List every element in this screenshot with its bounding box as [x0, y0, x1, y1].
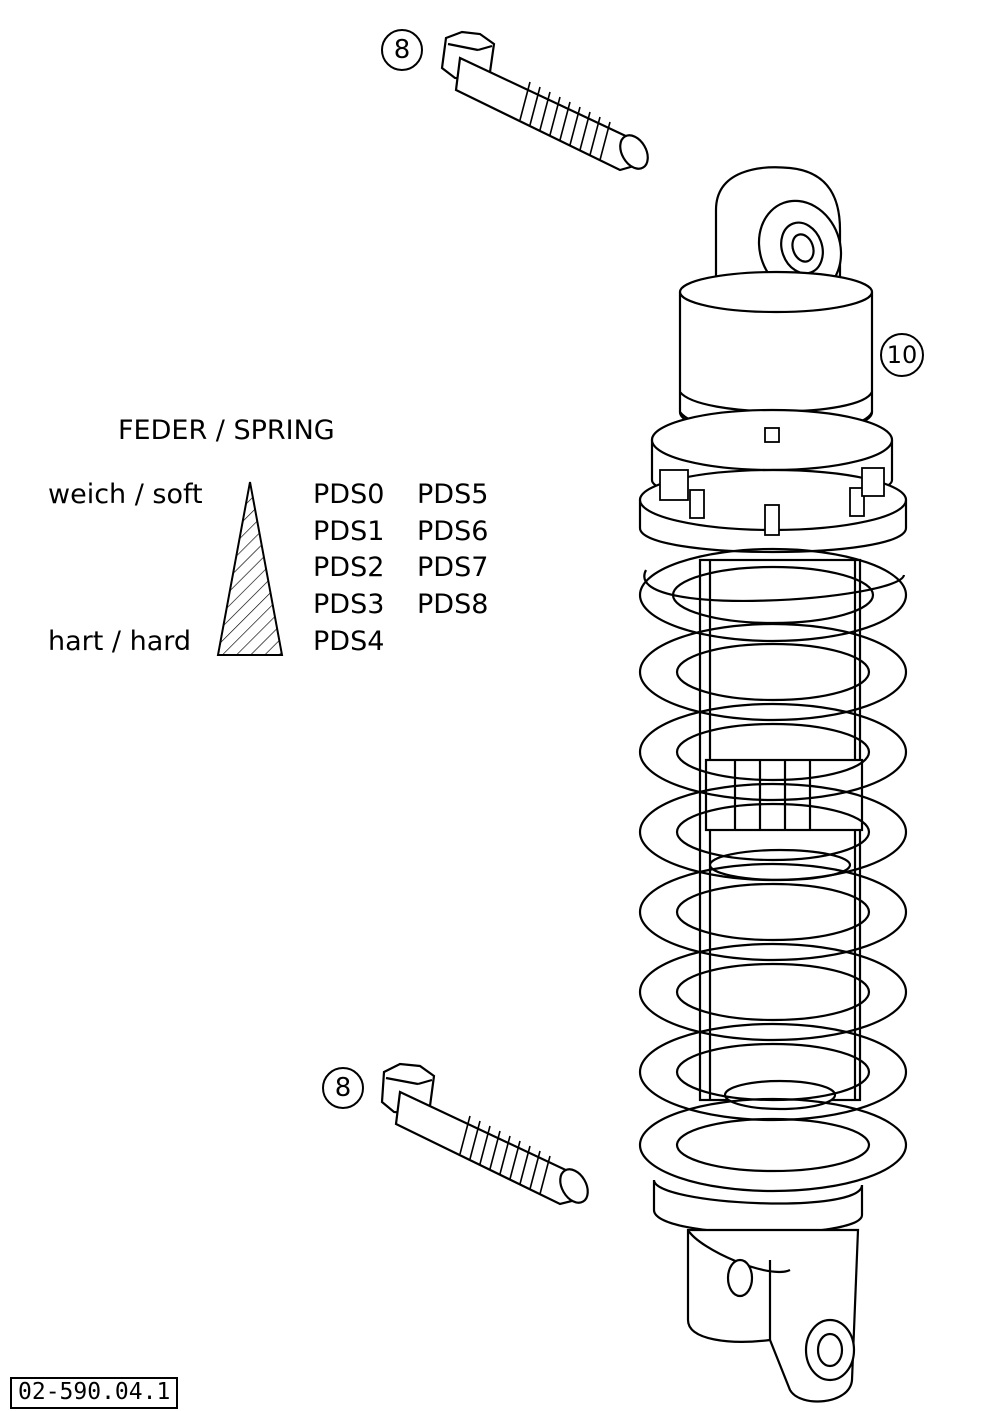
legend-hard-label: hart / hard: [48, 626, 192, 657]
callout-bolt-bottom: 8: [322, 1067, 364, 1109]
bolt-bottom-icon: [380, 1062, 589, 1206]
callout-bolt-top: 8: [381, 29, 423, 71]
spring-rate-item: PDS4: [313, 626, 385, 657]
drawing-code: 02-590.04.1: [10, 1377, 179, 1409]
spring-rate-item: PDS5: [417, 479, 489, 510]
callout-shock-number: 10: [886, 341, 918, 369]
callout-bolt-top-number: 8: [393, 35, 411, 65]
spring-rate-item: PDS7: [417, 552, 489, 583]
stiffness-wedge-icon: [216, 481, 284, 656]
shock-absorber-icon: [638, 166, 908, 1403]
spring-coils-icon: [638, 547, 908, 1193]
bolt-top-icon: [440, 30, 649, 172]
legend-soft-label: weich / soft: [48, 479, 203, 510]
legend-title: FEDER / SPRING: [118, 415, 335, 446]
spring-rate-item: PDS6: [417, 516, 489, 547]
spring-rate-item: PDS3: [313, 589, 385, 620]
callout-bolt-bottom-number: 8: [334, 1073, 352, 1103]
spring-rate-item: PDS0: [313, 479, 385, 510]
spring-rate-item: PDS8: [417, 589, 489, 620]
spring-rate-item: PDS1: [313, 516, 385, 547]
spring-rate-item: PDS2: [313, 552, 385, 583]
callout-shock: 10: [880, 333, 924, 377]
